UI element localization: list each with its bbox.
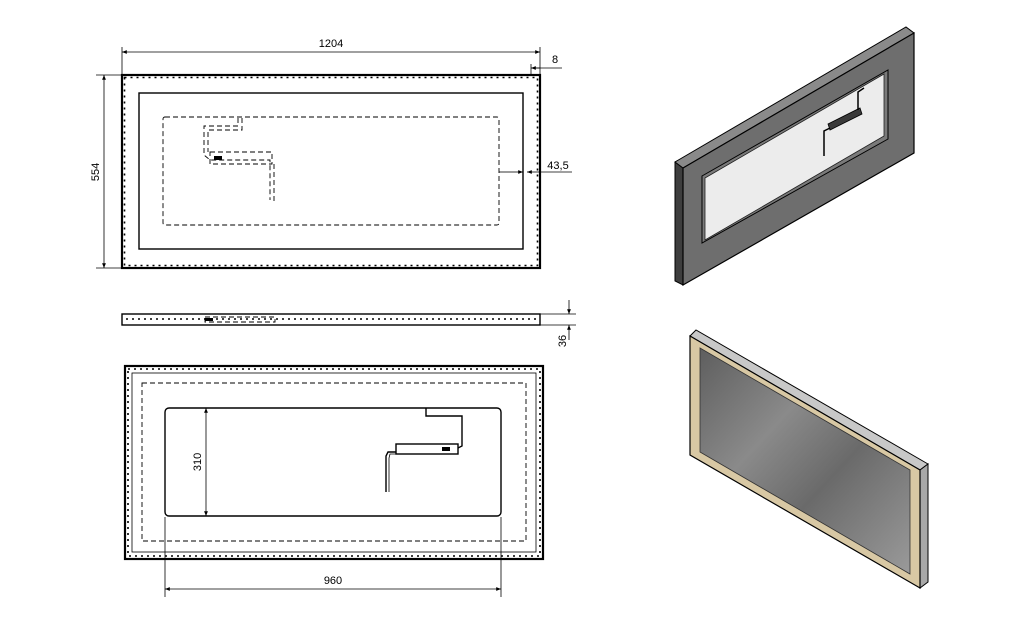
back-hidden-outline (141, 382, 527, 542)
front-hidden-cable (203, 118, 271, 200)
front-outer-frame (120, 73, 542, 270)
back-inner-panel (164, 407, 502, 517)
dim-offset: 43,5 (547, 160, 568, 172)
front-frame-dots (123, 76, 539, 267)
top-view: 36 (121, 300, 576, 347)
dim-width: 1204 (319, 38, 343, 50)
iso-back-glass (704, 73, 885, 241)
front-hidden-driver (209, 151, 273, 165)
top-view-body (121, 313, 541, 326)
back-cable (425, 408, 463, 449)
isometric-front-view (689, 329, 929, 590)
dim-inner-width: 960 (324, 575, 342, 587)
dim-height: 554 (90, 163, 102, 181)
back-driver (395, 443, 459, 455)
isometric-back-view (674, 26, 915, 287)
front-view: 1204 8 554 43,5 (90, 38, 572, 270)
back-view: 310 960 (123, 364, 545, 597)
dim-inner-height: 310 (192, 453, 204, 471)
iso-front-mirror (699, 347, 911, 575)
front-inner-panel (138, 92, 524, 250)
front-hidden-outline (162, 116, 500, 226)
dim-depth: 36 (557, 335, 569, 347)
dim-frame: 8 (552, 54, 558, 66)
back-outer-frame (123, 364, 545, 561)
